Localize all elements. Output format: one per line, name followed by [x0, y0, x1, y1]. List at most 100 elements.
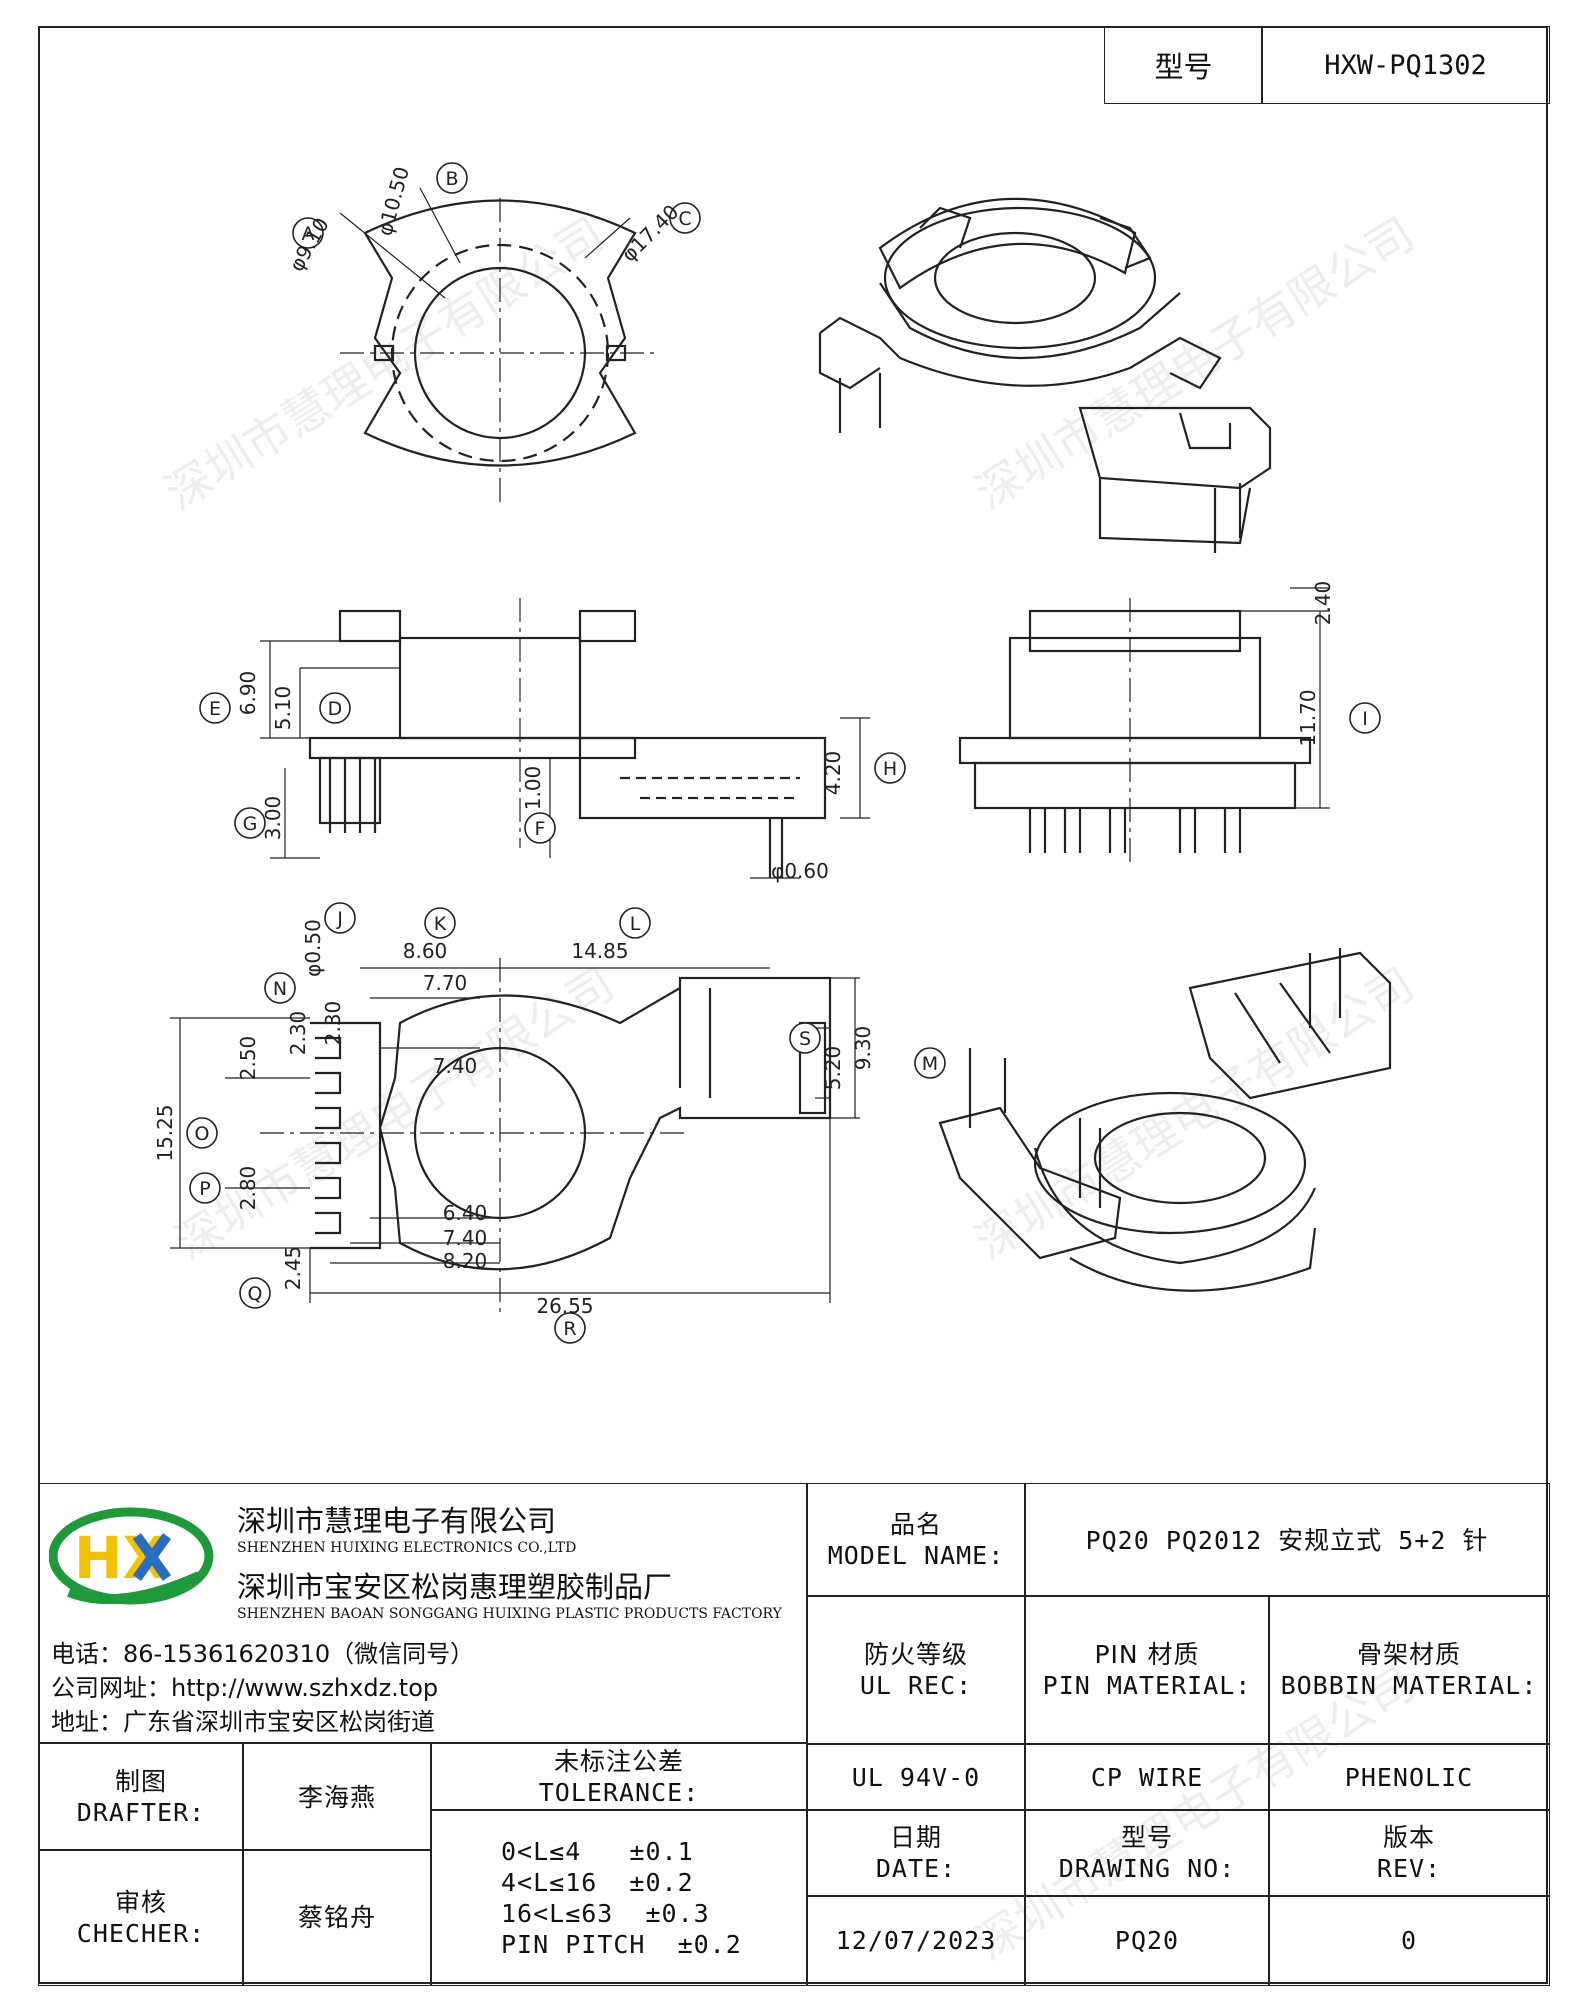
dimension-label: 2.30 — [321, 1001, 345, 1046]
rev-cn: 版本 — [1382, 1823, 1435, 1852]
callout-label: R — [563, 1318, 576, 1340]
pin-label-cell: PIN 材质 PIN MATERIAL: — [1024, 1595, 1270, 1745]
rev-value-cell: 0 — [1268, 1895, 1550, 1986]
ul-value-cell: UL 94V-0 — [806, 1743, 1026, 1811]
callout-label: Q — [248, 1283, 263, 1305]
pin-en: PIN MATERIAL: — [1042, 1671, 1252, 1700]
bottom-view — [170, 958, 860, 1318]
dimension-label: φ9.10 — [284, 214, 334, 276]
factory-name-en: SHENZHEN BAOAN SONGGANG HUIXING PLASTIC … — [237, 1606, 782, 1622]
callout-bubble — [234, 807, 266, 839]
checker-label-cell: 审核 CHECHER: — [38, 1849, 244, 1986]
dimension-label: φ0.50 — [301, 919, 325, 977]
callout-bubble — [189, 1172, 221, 1204]
model-label-cell: 型号 — [1104, 26, 1263, 104]
dimension-label: 2.30 — [286, 1011, 310, 1056]
callout-bubble — [199, 692, 231, 724]
callout-label: E — [209, 698, 221, 720]
callout-label: C — [678, 208, 691, 230]
callout-label: P — [199, 1178, 210, 1200]
callout-bubble — [324, 902, 356, 934]
drafter-en: DRAFTER: — [76, 1798, 206, 1827]
model-name-value: PQ20 PQ2012 安规立式 5+2 针 — [1085, 1525, 1489, 1555]
dimension-label: 6.40 — [443, 1201, 488, 1225]
model-value-cell: HXW-PQ1302 — [1261, 26, 1550, 104]
callout-bubble — [436, 162, 468, 194]
model-name-en: MODEL NAME: — [827, 1541, 1005, 1570]
drawing-no-value: PQ20 — [1114, 1926, 1180, 1955]
rev-label-cell: 版本 REV: — [1268, 1809, 1550, 1897]
model-name-value-cell: PQ20 PQ2012 安规立式 5+2 针 — [1024, 1483, 1550, 1597]
rev-value: 0 — [1400, 1926, 1418, 1955]
callout-label: S — [799, 1028, 811, 1050]
dimension-label: 3.00 — [261, 796, 285, 841]
tolerance-en: TOLERANCE: — [538, 1778, 700, 1807]
ul-value: UL 94V-0 — [851, 1762, 981, 1792]
drafter-name: 李海燕 — [297, 1782, 376, 1812]
date-cn: 日期 — [889, 1823, 942, 1852]
company-name-cn: 深圳市慧理电子有限公司 — [237, 1504, 557, 1538]
date-label-cell: 日期 DATE: — [806, 1809, 1026, 1897]
dimension-label: 11.70 — [1296, 689, 1320, 746]
dimension-label: 8.60 — [403, 939, 448, 963]
dimension-label: 26.55 — [536, 1294, 593, 1318]
dimension-label: 5.20 — [821, 1046, 845, 1091]
rev-en: REV: — [1376, 1854, 1442, 1883]
drafter-label-cell: 制图 DRAFTER: — [38, 1743, 244, 1851]
tolerance-cn: 未标注公差 — [553, 1747, 684, 1776]
tolerance-row: PIN PITCH ±0.2 — [501, 1929, 742, 1959]
checker-name: 蔡铭舟 — [297, 1903, 376, 1932]
dimension-label: 2.45 — [281, 1246, 305, 1291]
callout-label: B — [445, 168, 458, 190]
drawing-sheet: 深圳市慧理电子有限公司 深圳市慧理电子有限公司 深圳市慧理电子有限公司 深圳市慧… — [38, 26, 1550, 1986]
bobbin-cn: 骨架材质 — [1356, 1640, 1461, 1669]
ul-cn: 防火等级 — [863, 1640, 968, 1669]
drawing-no-cn: 型号 — [1120, 1823, 1173, 1852]
callout-bubble — [1349, 702, 1381, 734]
callout-bubble — [424, 907, 456, 939]
tolerance-row: 16<L≤63 ±0.3 — [501, 1898, 710, 1928]
date-value: 12/07/2023 — [835, 1926, 997, 1955]
dimension-label: φ10.50 — [373, 164, 414, 238]
date-value-cell: 12/07/2023 — [806, 1895, 1026, 1986]
dimension-label: 2.40 — [1311, 581, 1335, 626]
ul-en: UL REC: — [859, 1671, 973, 1700]
drafter-name-cell: 李海燕 — [242, 1743, 432, 1851]
callout-bubble — [914, 1047, 946, 1079]
dimension-label: 6.90 — [236, 671, 260, 716]
callout-bubble — [524, 812, 556, 844]
company-website: 公司网址：http://www.szhxdz.top — [51, 1674, 439, 1702]
callout-label: I — [1362, 708, 1368, 730]
tolerance-row: 0<L≤4 ±0.1 — [501, 1836, 694, 1866]
iso-view-bottom — [938, 948, 1392, 1292]
checker-name-cell: 蔡铭舟 — [242, 1849, 432, 1986]
callout-label: O — [195, 1123, 210, 1145]
model-name-cn: 品名 — [889, 1510, 942, 1539]
callout-bubble — [264, 972, 296, 1004]
bobbin-value-cell: PHENOLIC — [1268, 1743, 1550, 1811]
drawing-no-value-cell: PQ20 — [1024, 1895, 1270, 1986]
callout-bubble — [239, 1277, 271, 1309]
callout-bubble — [186, 1117, 218, 1149]
callout-label: N — [273, 978, 287, 1000]
tolerance-values-cell: 0<L≤4 ±0.1 4<L≤16 ±0.2 16<L≤63 ±0.3 PIN … — [430, 1809, 808, 1986]
company-phone: 电话：86-15361620310（微信同号） — [51, 1640, 475, 1668]
side-view-right — [958, 587, 1330, 868]
drawing-no-label-cell: 型号 DRAWING NO: — [1024, 1809, 1270, 1897]
dimension-label: 2.50 — [236, 1036, 260, 1081]
callout-bubble — [619, 907, 651, 939]
drawing-no-en: DRAWING NO: — [1058, 1854, 1236, 1883]
dimension-label: 8.20 — [443, 1249, 488, 1273]
dimension-label: 4.20 — [821, 751, 845, 796]
dimension-label: 7.70 — [423, 971, 468, 995]
pin-value: CP WIRE — [1090, 1762, 1204, 1792]
factory-name-cn: 深圳市宝安区松岗惠理塑胶制品厂 — [237, 1570, 673, 1604]
tolerance-row: 4<L≤16 ±0.2 — [501, 1867, 694, 1897]
callout-label: A — [302, 223, 315, 245]
drafter-cn: 制图 — [114, 1767, 167, 1796]
pin-cn: PIN 材质 — [1094, 1640, 1200, 1669]
dimension-label: 9.30 — [851, 1026, 875, 1071]
checker-cn: 审核 — [114, 1887, 167, 1917]
callout-bubble — [292, 217, 324, 249]
